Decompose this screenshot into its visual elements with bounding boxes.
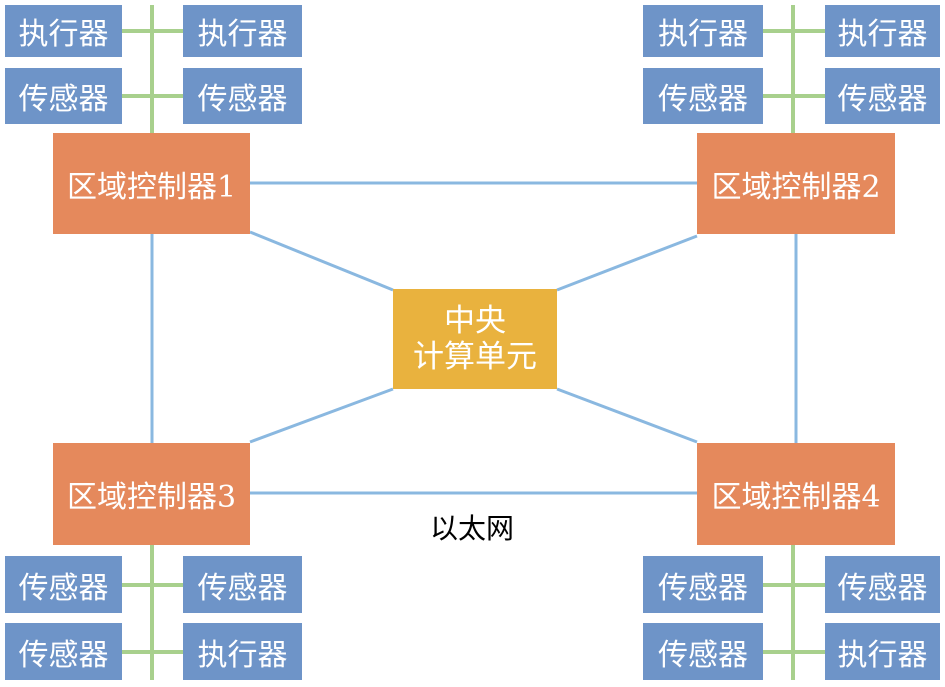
zc1-device-3: 传感器: [5, 68, 122, 124]
zone-controller-2: 区域控制器2: [697, 133, 895, 234]
zone-controller-1: 区域控制器1: [53, 133, 250, 234]
zc1-device-2: 执行器: [183, 5, 302, 57]
ethernet-lines: [150, 181, 798, 495]
central-compute-unit: 中央 计算单元: [393, 289, 557, 389]
link-zc3-cpu: [249, 387, 394, 444]
zc2-device-4: 传感器: [825, 68, 940, 124]
central-unit-line2: 计算单元: [413, 339, 537, 375]
zc4-device-1: 传感器: [643, 556, 763, 613]
zc3-device-1: 传感器: [5, 556, 122, 613]
zc2-device-3: 传感器: [643, 68, 763, 124]
link-zc1-cpu: [249, 230, 394, 292]
device-bus-lines: [122, 5, 825, 680]
zc1-device-4: 传感器: [183, 68, 302, 124]
zc4-device-3: 传感器: [643, 623, 763, 680]
zone-controller-3: 区域控制器3: [53, 443, 250, 545]
zone-controller-4: 区域控制器4: [697, 443, 895, 545]
zc2-device-2: 执行器: [825, 5, 940, 57]
zc3-device-4: 执行器: [183, 623, 302, 680]
central-unit-line1: 中央: [444, 303, 506, 339]
zc1-device-1: 执行器: [5, 5, 122, 57]
zc2-device-1: 执行器: [643, 5, 763, 57]
zc3-device-3: 传感器: [5, 623, 122, 680]
link-zc4-cpu: [556, 387, 698, 444]
ethernet-label: 以太网: [430, 512, 515, 545]
link-zc2-cpu: [556, 234, 698, 292]
zc4-device-2: 传感器: [825, 556, 940, 613]
zc4-device-4: 执行器: [825, 623, 940, 680]
zc3-device-2: 传感器: [183, 556, 302, 613]
